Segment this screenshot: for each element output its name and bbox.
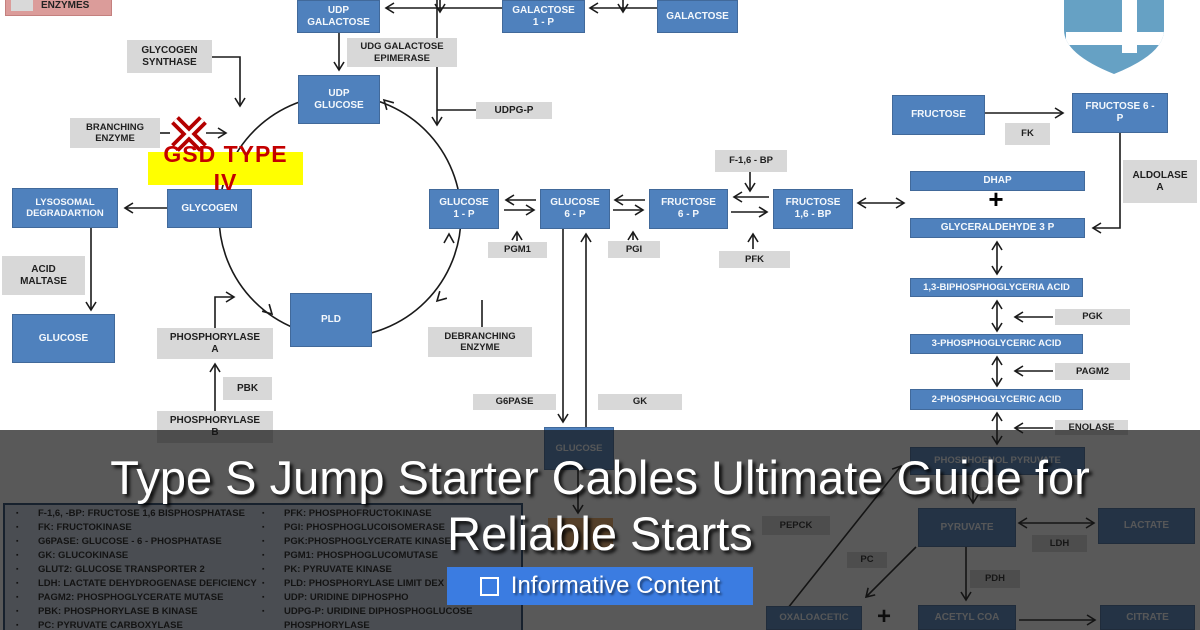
glyceraldehyde-3p-node: GLYCERALDEHYDE 3 P (910, 218, 1085, 238)
galactose-node: GALACTOSE (657, 0, 738, 33)
plus-top-node: + (988, 183, 1004, 214)
biphosphoglyceria-13-node: 1,3-BIPHOSPHOGLYCERIA ACID (910, 278, 1083, 297)
glycogen-node: GLYCOGEN (167, 189, 252, 228)
fructose-16bp-node: FRUCTOSE 1,6 - BP (773, 189, 853, 229)
branching-enzyme-node: BRANCHING ENZYME (70, 118, 160, 148)
enzymes-key: ENZYMES (5, 0, 112, 16)
g6pase-node: G6PASE (473, 394, 556, 410)
phosphoglyceric-3-node: 3-PHOSPHOGLYCERIC ACID (910, 334, 1083, 354)
debranching-enzyme-node: DEBRANCHING ENZYME (428, 327, 532, 357)
lysosomal-degradation-node: LYSOSOMAL DEGRADARTION (12, 188, 118, 228)
shield-cross-icon (1066, 0, 1164, 53)
pgi-node: PGI (608, 241, 660, 258)
gsd-type-iv-node: GSD TYPE IV (148, 141, 303, 195)
enzyme-swatch-icon (11, 0, 33, 11)
glucose-6p-node: GLUCOSE 6 - P (540, 189, 610, 229)
galactose-1p-node: GALACTOSE 1 - P (502, 0, 585, 33)
glucose-left-node: GLUCOSE (12, 314, 115, 363)
udp-galactose-node: UDP GALACTOSE (297, 0, 380, 33)
acid-maltase-node: ACID MALTASE (2, 256, 85, 295)
blocked-pathway-x-icon (171, 116, 207, 152)
fructose-6p-right-node: FRUCTOSE 6 - P (1072, 93, 1168, 133)
glycogen-synthase-node: GLYCOGEN SYNTHASE (127, 40, 212, 73)
page-title-line1: Type S Jump Starter Cables Ultimate Guid… (110, 451, 1090, 504)
pgm1-node: PGM1 (488, 242, 547, 258)
fructose-6p-node: FRUCTOSE 6 - P (649, 189, 728, 229)
pld-node: PLD (290, 293, 372, 347)
pgk-node: PGK (1055, 309, 1130, 325)
fk-node: FK (1005, 123, 1050, 145)
udg-galactose-epimerase-node: UDG GALACTOSE EPIMERASE (347, 38, 457, 67)
udpg-p-node: UDPG-P (476, 102, 552, 119)
pbk-node: PBK (223, 377, 272, 400)
aldolase-a-node: ALDOLASE A (1123, 160, 1197, 203)
gk-node: GK (598, 394, 682, 410)
informative-content-badge: Informative Content (447, 567, 753, 605)
badge-label: Informative Content (510, 572, 721, 599)
phosphorylase-a-node: PHOSPHORYLASE A (157, 328, 273, 359)
fructose-node: FRUCTOSE (892, 95, 985, 135)
pfk-node: PFK (719, 251, 790, 268)
enzymes-key-label: ENZYMES (41, 0, 90, 11)
phosphoglyceric-2-node: 2-PHOSPHOGLYCERIC ACID (910, 389, 1083, 410)
square-outline-icon (479, 576, 499, 596)
pagm2-node: PAGM2 (1055, 363, 1130, 380)
dhap-node: DHAP (910, 171, 1085, 191)
shield-logo (1064, 0, 1164, 74)
f-16-bp-node: F-1,6 - BP (715, 150, 787, 172)
page-title-line2: Reliable Starts (447, 507, 753, 560)
glucose-1p-node: GLUCOSE 1 - P (429, 189, 499, 229)
udp-glucose-node: UDP GLUCOSE (298, 75, 380, 124)
